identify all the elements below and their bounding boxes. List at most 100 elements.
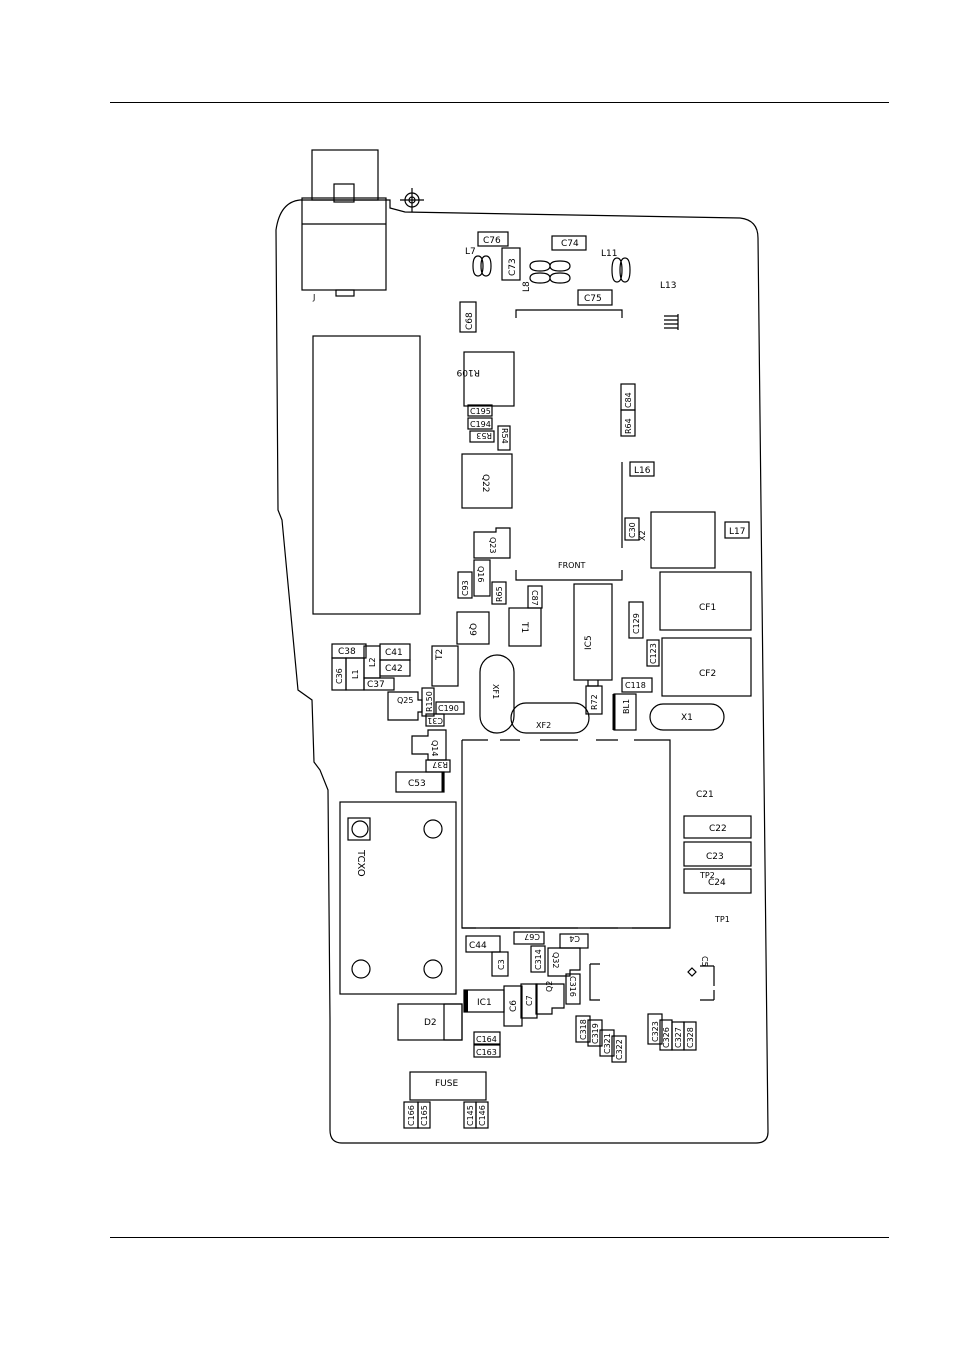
label-c314: C314 [534, 949, 543, 970]
label-c42: C42 [385, 664, 403, 674]
label-q14: Q14 [430, 740, 439, 756]
label-r109: R109 [456, 367, 480, 377]
label-c31: C31 [427, 716, 443, 725]
label-c3: C3 [497, 959, 506, 970]
label-c195: C195 [470, 407, 491, 416]
label-cf1: CF1 [699, 603, 716, 613]
label-c328: C328 [686, 1027, 695, 1048]
label-c73: C73 [508, 258, 518, 276]
label-r150: R150 [425, 691, 434, 712]
label-ic5: IC5 [584, 635, 594, 650]
label-c68: C68 [465, 312, 475, 330]
label-x1: X1 [681, 713, 693, 723]
label-q23: Q23 [488, 537, 497, 553]
label-c165: C165 [420, 1105, 429, 1126]
label-r65: R65 [495, 586, 504, 602]
fuse [409, 1071, 487, 1101]
label-q16: Q16 [476, 566, 485, 582]
label-c44: C44 [469, 941, 487, 951]
label-c321: C321 [603, 1033, 612, 1054]
label-cf2: CF2 [699, 669, 716, 679]
label-c318: C318 [579, 1019, 588, 1040]
label-q25: Q25 [397, 696, 413, 705]
label-xf1: XF1 [491, 684, 500, 699]
label-c53: C53 [408, 779, 426, 789]
label-tcxo: TCXO [355, 849, 366, 877]
label-c316: C316 [568, 976, 577, 997]
label-c67: C67 [524, 932, 540, 941]
label-tp2: TP2 [699, 871, 715, 880]
label-c23: C23 [706, 852, 724, 862]
label-q22: Q22 [480, 474, 490, 493]
label-c194: C194 [470, 420, 491, 429]
label-c146: C146 [478, 1105, 487, 1126]
label-c6: C6 [509, 1000, 519, 1012]
label-c326: C326 [662, 1027, 671, 1048]
top-rule [110, 102, 889, 103]
label-x2: X2 [638, 530, 647, 541]
label-c322: C322 [615, 1039, 624, 1060]
label-xf2: XF2 [536, 721, 551, 730]
label-r53: R53 [476, 431, 492, 440]
label-c164: C164 [476, 1035, 497, 1044]
label-c30: C30 [628, 522, 637, 538]
label-c327: C327 [674, 1027, 683, 1048]
connector-j-top [311, 149, 379, 201]
label-c145: C145 [466, 1105, 475, 1126]
label-c118: C118 [625, 681, 646, 690]
label-c129: C129 [632, 613, 641, 634]
board-outline [275, 199, 769, 1144]
label-q32: Q32 [551, 952, 560, 968]
label-l11: L11 [601, 249, 617, 259]
connector-j-body [301, 197, 387, 291]
label-tp1: TP1 [714, 915, 730, 924]
label-c5: C5 [700, 956, 709, 967]
label-bl1: BL1 [622, 699, 631, 714]
label-c166: C166 [407, 1105, 416, 1126]
label-c75: C75 [584, 294, 602, 304]
label-front: FRONT [558, 561, 585, 570]
label-l16: L16 [634, 466, 651, 476]
label-c190: C190 [438, 704, 459, 713]
display-module [312, 335, 421, 615]
label-c24: C24 [708, 878, 726, 888]
label-c41: C41 [385, 648, 403, 658]
label-c74: C74 [561, 239, 579, 249]
label-c123: C123 [649, 643, 658, 664]
label-r37: R37 [432, 760, 448, 769]
label-c319: C319 [591, 1023, 600, 1044]
label-q2: Q2 [545, 981, 554, 992]
label-c87: C87 [530, 590, 539, 606]
label-l2: L2 [368, 657, 377, 667]
label-d2: D2 [424, 1018, 437, 1028]
label-c76: C76 [483, 236, 501, 246]
label-c22: C22 [709, 824, 727, 834]
label-l17: L17 [729, 527, 745, 537]
label-l8: L8 [522, 281, 532, 292]
label-c93: C93 [461, 580, 470, 596]
label-r72: R72 [590, 694, 599, 710]
label-q9: Q9 [467, 623, 477, 636]
label-j: J [312, 293, 315, 302]
label-c323: C323 [651, 1021, 660, 1042]
label-c37: C37 [367, 680, 385, 690]
label-ic1: IC1 [477, 998, 492, 1008]
label-c84: C84 [624, 392, 633, 408]
label-r64: R64 [624, 418, 633, 434]
label-t2: T2 [435, 649, 445, 661]
label-c7: C7 [525, 995, 534, 1006]
label-l13: L13 [660, 281, 676, 291]
tcxo-module [339, 801, 457, 995]
label-c38: C38 [338, 647, 356, 657]
label-r54: R54 [500, 428, 509, 444]
label-fuse: FUSE [435, 1079, 458, 1089]
label-c36: C36 [335, 668, 344, 684]
label-c21: C21 [696, 790, 714, 800]
label-c163: C163 [476, 1048, 497, 1057]
label-c4: C4 [569, 934, 580, 943]
label-l1: L1 [351, 669, 360, 679]
label-l7: L7 [465, 247, 476, 257]
label-t1: T1 [519, 621, 529, 633]
bottom-rule [110, 1237, 889, 1238]
